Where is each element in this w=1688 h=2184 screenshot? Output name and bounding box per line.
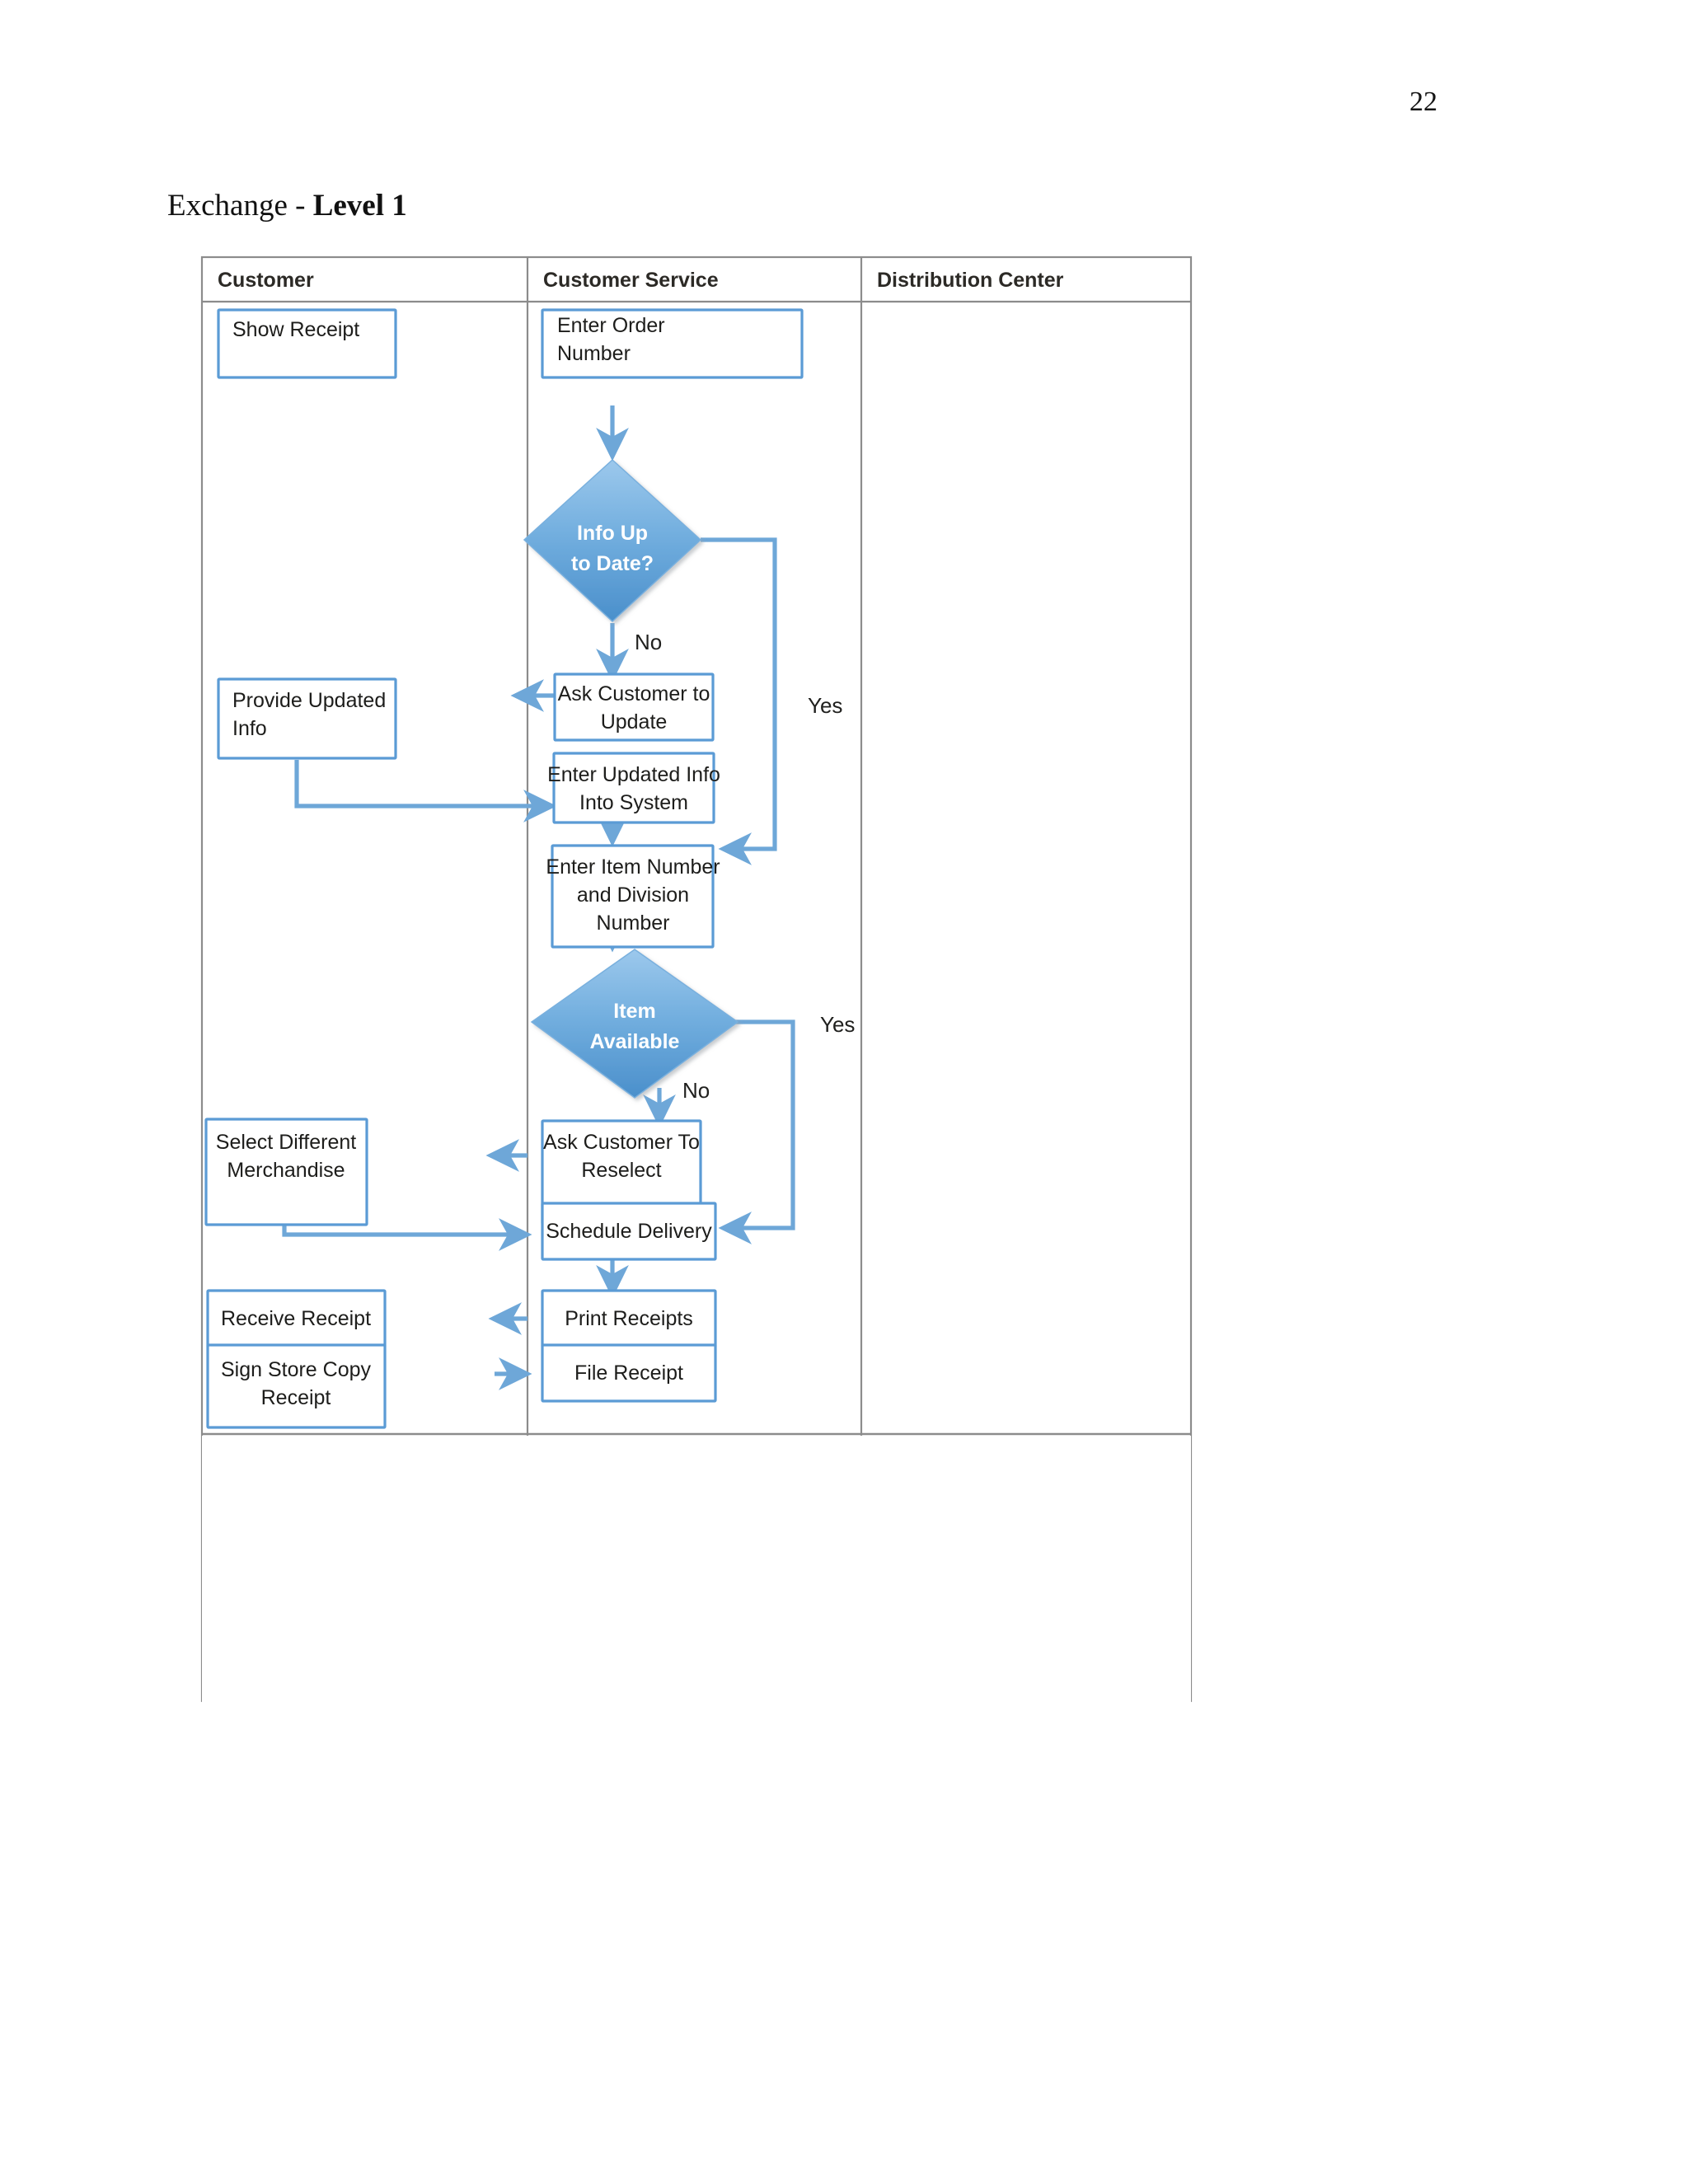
lane-header-distribution-center: Distribution Center	[877, 269, 1064, 292]
nodes-layer: Show Receipt Enter Order Number Info Up …	[204, 308, 855, 1429]
node-label-select-different-l2: Merchandise	[227, 1159, 345, 1182]
edge-label-no-1: No	[635, 630, 662, 654]
node-label-sign-store-copy-l1: Sign Store Copy	[221, 1358, 372, 1381]
lane-header-customer-service: Customer Service	[543, 269, 719, 292]
node-enter-updated-info-box[interactable]: Enter Updated Info Into System	[547, 752, 720, 824]
node-label-ask-update-l1: Ask Customer to	[558, 682, 710, 705]
node-label-ask-update-l2: Update	[601, 710, 668, 733]
node-select-different-merchandise-box[interactable]: Select Different Merchandise	[204, 1118, 368, 1226]
edge-provide-to-enter-updated	[294, 760, 557, 823]
node-label-item-available-l2: Available	[590, 1030, 680, 1053]
node-ask-customer-to-reselect-box[interactable]: Ask Customer To Reselect	[541, 1119, 702, 1226]
node-label-info-up-to-date-l2: to Date?	[571, 552, 654, 575]
node-label-item-number-l2: and Division	[577, 883, 689, 907]
node-label-enter-updated-info-l2: Into System	[579, 791, 688, 814]
node-label-enter-order-number-l1: Enter Order	[557, 314, 665, 337]
node-sign-store-copy-receipt-box[interactable]: Sign Store Copy Receipt	[206, 1343, 387, 1429]
edge-decision1-yes	[701, 537, 777, 865]
node-enter-item-number-box[interactable]: Enter Item Number and Division Number	[546, 844, 720, 949]
node-label-item-available-l1: Item	[613, 1000, 655, 1023]
edge-label-yes-1: Yes	[808, 693, 842, 718]
node-enter-order-number-box[interactable]: Enter Order Number	[541, 308, 804, 379]
node-label-enter-order-number-l2: Number	[557, 342, 631, 365]
node-label-enter-updated-info-l1: Enter Updated Info	[547, 763, 720, 786]
node-label-item-number-l1: Enter Item Number	[546, 855, 720, 879]
node-schedule-delivery-box[interactable]: Schedule Delivery	[541, 1202, 717, 1261]
node-provide-updated-info-box[interactable]: Provide Updated Info	[217, 677, 397, 760]
lane-header-customer: Customer	[218, 269, 314, 292]
edge-decision2-yes	[710, 1019, 795, 1244]
node-receive-receipt-box[interactable]: Receive Receipt	[206, 1289, 387, 1348]
node-file-receipt-box[interactable]: File Receipt	[541, 1343, 717, 1403]
node-ask-customer-to-update-box[interactable]: Ask Customer to Update	[553, 673, 715, 742]
node-label-reselect-l2: Reselect	[581, 1159, 661, 1182]
node-label-schedule-delivery: Schedule Delivery	[546, 1220, 712, 1243]
node-label-reselect-l1: Ask Customer To	[543, 1131, 700, 1154]
node-label-show-receipt: Show Receipt	[232, 318, 359, 341]
node-label-print-receipts: Print Receipts	[565, 1307, 693, 1330]
edge-label-no-2: No	[682, 1078, 710, 1103]
node-label-sign-store-copy-l2: Receipt	[261, 1386, 331, 1409]
node-info-up-to-date-diamond[interactable]: Info Up to Date?	[523, 458, 702, 623]
node-label-receive-receipt: Receive Receipt	[221, 1307, 371, 1330]
page-title-regular: Exchange -	[167, 189, 313, 223]
node-item-available-diamond[interactable]: Item Available	[530, 949, 739, 1099]
edge-label-yes-2: Yes	[820, 1012, 855, 1037]
node-print-receipts-box[interactable]: Print Receipts	[541, 1289, 717, 1348]
node-label-provide-updated-info-l2: Info	[232, 717, 267, 740]
node-label-select-different-l1: Select Different	[216, 1131, 357, 1154]
page-title-bold: Level 1	[312, 189, 407, 223]
swimlane-flowchart: Customer Customer Service Distribution C…	[198, 255, 1195, 1706]
page-title: Exchange - Level 1	[167, 188, 407, 223]
node-show-receipt-box[interactable]: Show Receipt	[217, 308, 397, 379]
page-number: 22	[1409, 87, 1437, 117]
node-label-provide-updated-info-l1: Provide Updated	[232, 689, 386, 712]
lane-frame-below-mask	[202, 1436, 1191, 1704]
node-label-item-number-l3: Number	[597, 912, 670, 935]
node-label-info-up-to-date-l1: Info Up	[577, 522, 648, 545]
node-label-file-receipt: File Receipt	[574, 1361, 683, 1385]
